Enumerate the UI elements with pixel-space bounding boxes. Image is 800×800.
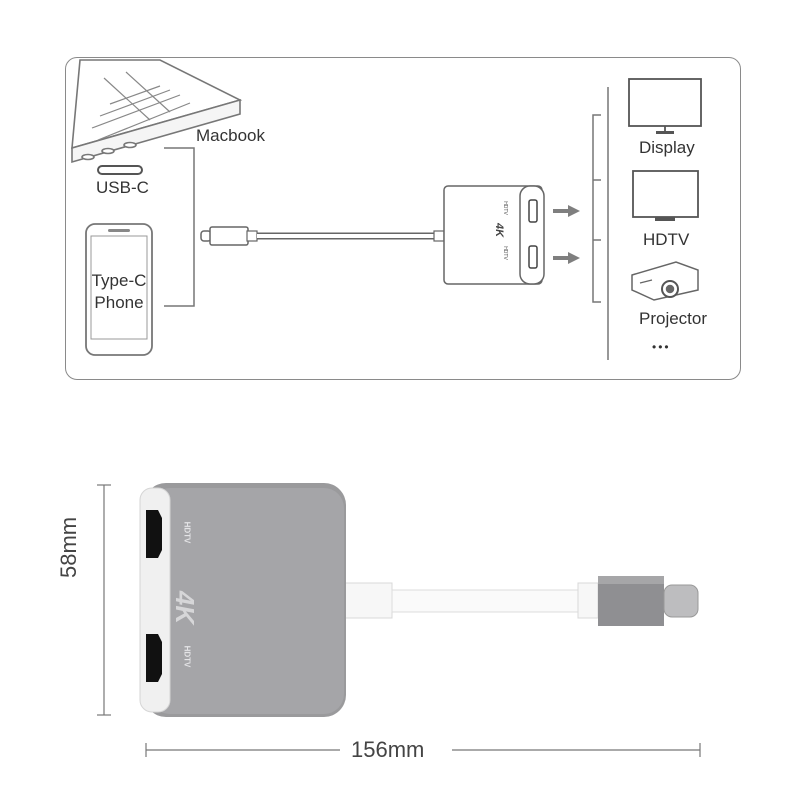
hdmi-port-top (146, 510, 162, 558)
output-bracket (592, 87, 609, 360)
adapter-port-label-bottom: HDTV (501, 246, 508, 260)
height-dimension-line (97, 484, 111, 716)
more-outputs-label: ••• (652, 340, 671, 354)
usbc-label: USB-C (96, 178, 149, 197)
phone-label-line1: Type-C (91, 271, 147, 290)
projector-icon (631, 261, 699, 301)
adapter-4k-badge: 4K (170, 590, 201, 625)
adapter-cable (339, 582, 599, 619)
display-label: Display (639, 138, 695, 157)
source-bracket (164, 147, 195, 307)
macbook-label: Macbook (196, 126, 265, 145)
usbc-port-icon (97, 165, 143, 175)
hdmi-port-bottom (146, 634, 162, 682)
adapter-icon (443, 185, 545, 285)
hdtv-icon (632, 170, 699, 221)
port-label-top: HDTV (182, 521, 192, 544)
height-label: 58mm (56, 516, 81, 578)
output-arrow-1 (553, 205, 580, 217)
port-label-bottom: HDTV (182, 645, 192, 668)
adapter-port-label-top: HDTV (501, 201, 508, 215)
projector-label: Projector (639, 309, 708, 328)
phone-label: Type-C Phone (86, 270, 152, 314)
usbc-plug-icon (200, 226, 258, 246)
laptop-icon (71, 59, 243, 164)
connection-diagram-art (71, 59, 702, 360)
width-dimension-line (145, 743, 701, 757)
phone-icon (85, 223, 153, 356)
adapter-badge: 4K (493, 222, 506, 238)
display-icon (628, 78, 702, 134)
phone-label-line2: Phone (94, 293, 144, 312)
dimension-diagram-art (97, 483, 701, 757)
hdtv-label: HDTV (643, 230, 690, 249)
width-label: 156mm (351, 737, 425, 762)
output-arrow-2 (553, 252, 580, 264)
adapter-body (139, 483, 346, 717)
usbc-plug (598, 576, 699, 626)
